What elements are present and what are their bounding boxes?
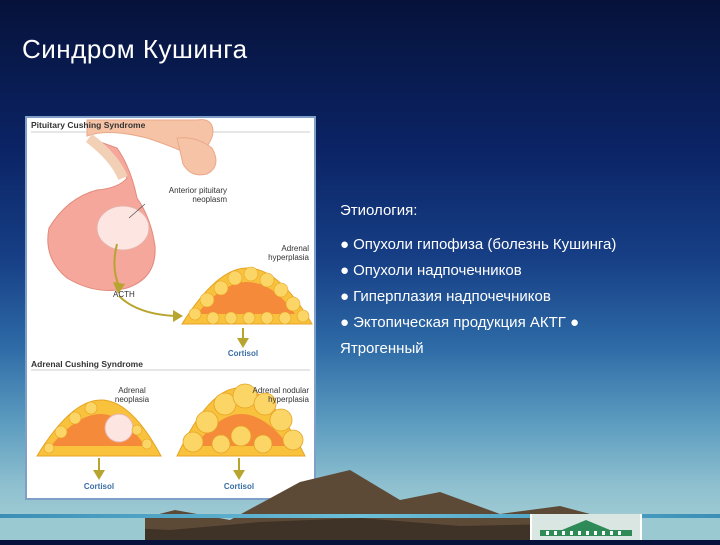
header-adrenal-cushing: Adrenal Cushing Syndrome: [31, 359, 143, 369]
posterior-lobe: [176, 137, 217, 176]
etiology-item-ectopic-acth: ●Эктопическая продукция АКТГ ●: [340, 314, 580, 331]
building-icon: [540, 520, 632, 536]
etiology-block: Этиология: ●Опухоли гипофиза (болезнь Ку…: [340, 198, 700, 362]
footer-strip: [0, 514, 720, 518]
label-adrenal-hyperplasia: Adrenal hyperplasia: [268, 244, 309, 262]
etiology-list: ●Опухоли гипофиза (болезнь Кушинга) ●Опу…: [340, 232, 700, 362]
pituitary-neoplasm: [96, 205, 150, 251]
label-acth: ACTH: [113, 290, 135, 299]
etiology-heading: Этиология:: [340, 202, 418, 219]
cushing-illustration: Pituitary Cushing Syndrome Anterior pitu…: [25, 116, 316, 500]
etiology-item-pituitary: ●Опухоли гипофиза (болезнь Кушинга): [340, 236, 617, 253]
label-anterior-pituitary-neoplasm: Anterior pituitary neoplasm: [168, 186, 227, 204]
label-cortisol-right: Cortisol: [223, 482, 255, 491]
etiology-item-iatrogenic: Ятрогенный: [340, 340, 424, 357]
footer-block-left: [0, 518, 145, 540]
building-logo: [530, 514, 642, 540]
etiology-item-adrenal-tumors: ●Опухоли надпочечников: [340, 262, 522, 279]
pituitary-gland: [47, 137, 156, 291]
etiology-item-adrenal-hyperplasia: ●Гиперплазия надпочечников: [340, 288, 551, 305]
header-pituitary-cushing: Pituitary Cushing Syndrome: [31, 120, 146, 130]
label-adrenal-neoplasia: Adrenal neoplasia: [114, 386, 150, 404]
label-cortisol-top: Cortisol: [227, 349, 259, 358]
footer-block-right: [642, 518, 720, 540]
label-cortisol-left: Cortisol: [83, 482, 115, 491]
slide-title: Синдром Кушинга: [22, 34, 248, 64]
illustration-graphics: [31, 119, 313, 480]
label-adrenal-nodular-hyperplasia: Adrenal nodular hyperplasia: [252, 386, 309, 404]
